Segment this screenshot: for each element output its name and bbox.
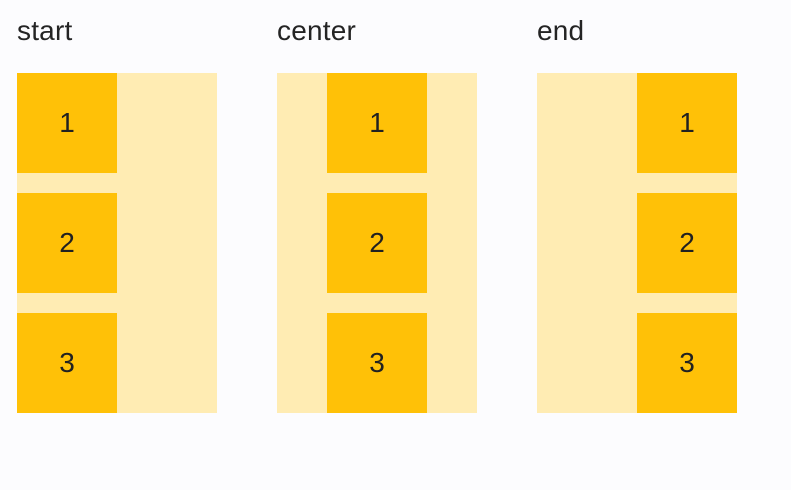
grid-item: 1 [637, 73, 737, 173]
alignment-track: 1 2 3 [277, 73, 477, 413]
alignment-column-end: end 1 2 3 [537, 12, 737, 413]
alignment-track: 1 2 3 [17, 73, 217, 413]
grid-item: 3 [637, 313, 737, 413]
grid-item: 2 [17, 193, 117, 293]
alignment-column-center: center 1 2 3 [277, 12, 477, 413]
column-label: center [277, 15, 357, 46]
grid-item: 3 [327, 313, 427, 413]
column-label: start [17, 15, 73, 46]
grid-item: 1 [17, 73, 117, 173]
grid-item: 2 [327, 193, 427, 293]
column-label: end [537, 15, 585, 46]
grid-item: 2 [637, 193, 737, 293]
grid-item: 3 [17, 313, 117, 413]
alignment-figure: start 1 2 3 center 1 2 3 end 1 2 3 [17, 12, 737, 413]
alignment-track: 1 2 3 [537, 73, 737, 413]
grid-item: 1 [327, 73, 427, 173]
alignment-column-start: start 1 2 3 [17, 12, 217, 413]
